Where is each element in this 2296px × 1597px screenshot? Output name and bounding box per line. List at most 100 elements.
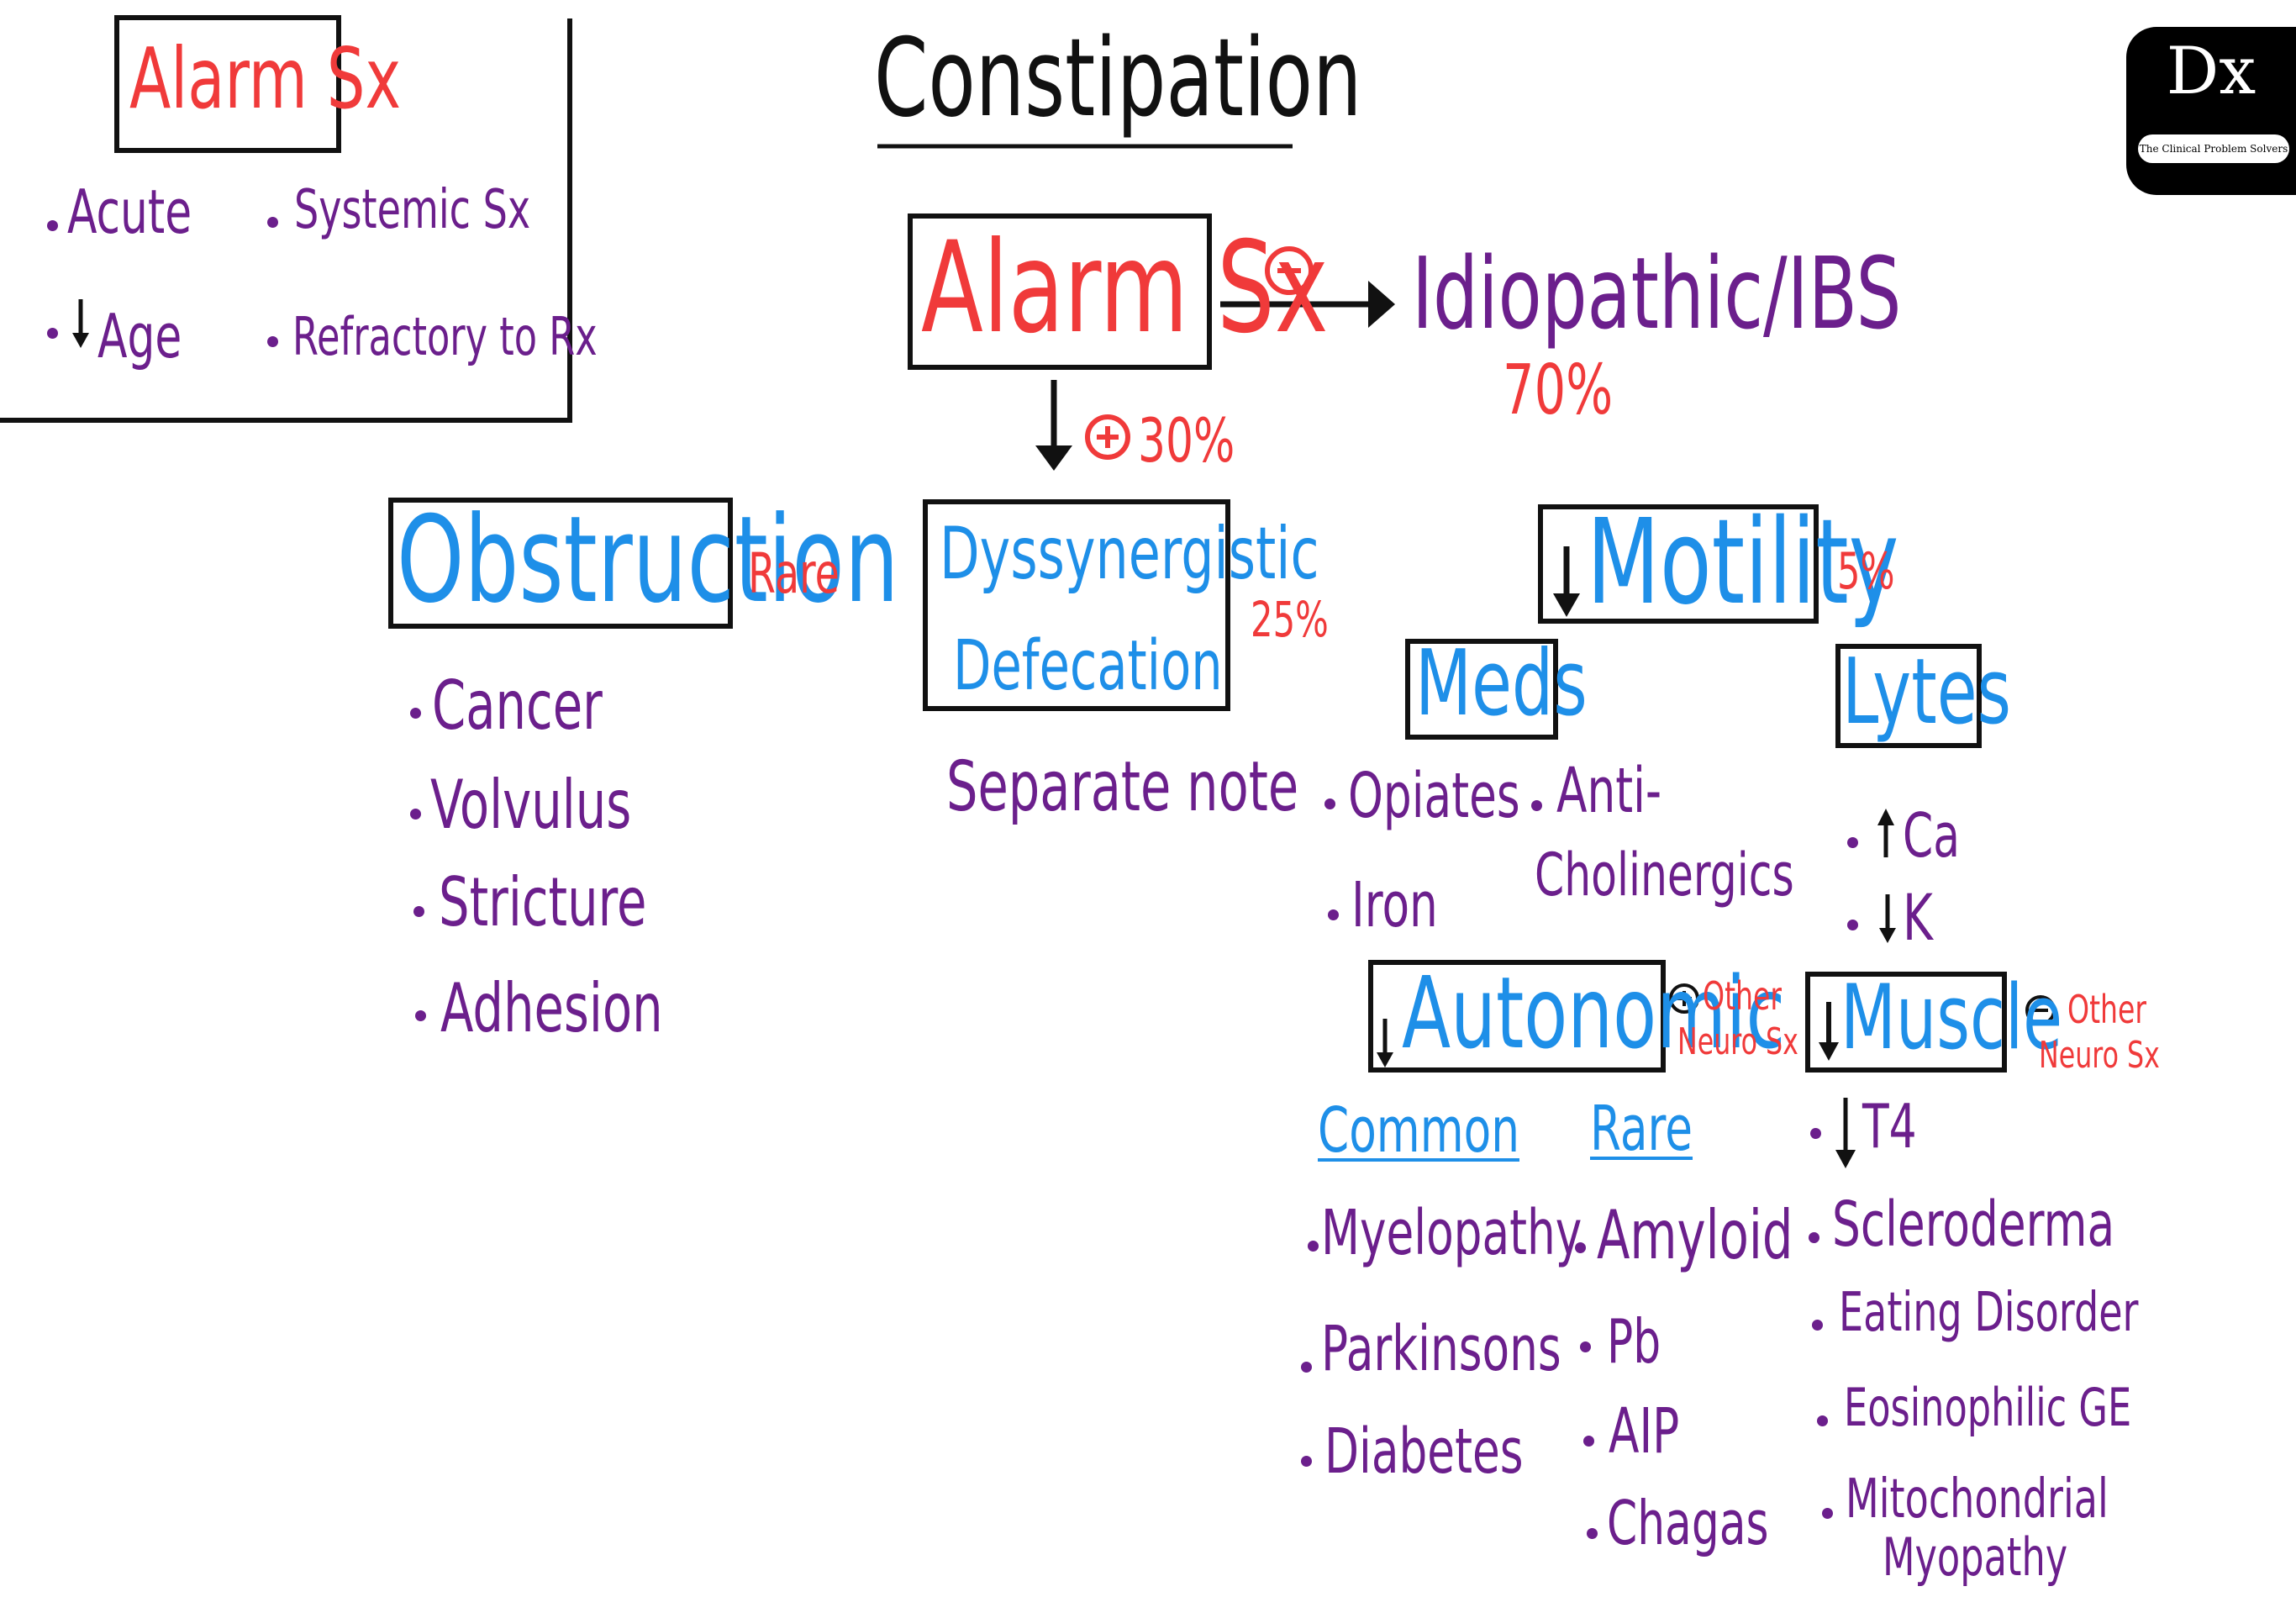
- autonomic-note-line2: Neuro Sx: [1677, 1020, 1798, 1063]
- arrow-positive-head: [1035, 445, 1072, 471]
- bullet: [1580, 1341, 1591, 1352]
- autonomic-common-item: Diabetes: [1324, 1415, 1524, 1488]
- root-label: Alarm Sx: [921, 215, 1329, 361]
- muscle-item: Mitochondrial: [1846, 1468, 2109, 1531]
- bullet: [1301, 1362, 1312, 1373]
- muscle-item: T4: [1862, 1091, 1917, 1162]
- autonomic-rare-heading: Rare: [1590, 1093, 1693, 1165]
- logo: Dx The Clinical Problem Solvers: [2126, 27, 2296, 195]
- bullet: [267, 336, 278, 347]
- logo-tagline: The Clinical Problem Solvers: [2138, 134, 2289, 163]
- obstruction-item: Adhesion: [440, 969, 663, 1047]
- motility-label: Motility: [1587, 494, 1899, 631]
- down-arrow-icon: [1819, 1002, 1839, 1061]
- down-arrow-icon: [1377, 1019, 1393, 1067]
- muscle-note-line2: Neuro Sx: [2039, 1034, 2160, 1077]
- logo-mark: Dx: [2166, 34, 2257, 109]
- bullet: [1847, 837, 1858, 848]
- bullet: [1817, 1415, 1828, 1426]
- bullet: [410, 809, 421, 820]
- bullet: [1812, 1320, 1823, 1331]
- autonomic-common-heading: Common: [1318, 1094, 1519, 1167]
- legend-heading-box: [114, 15, 341, 153]
- bullet: [1575, 1242, 1586, 1253]
- autonomic-note-line1: Other: [1703, 973, 1783, 1019]
- dyssynergic-line1: Dyssynergistic: [940, 512, 1319, 596]
- bullet: [1810, 1128, 1821, 1139]
- meds-label: Meds: [1415, 631, 1588, 736]
- lytes-label: Lytes: [1842, 640, 2012, 745]
- muscle-item: Eating Disorder: [1839, 1282, 2139, 1344]
- muscle-box: [1805, 972, 2007, 1073]
- arrow-negative-head: [1368, 281, 1395, 328]
- obstruction-note: Rare: [748, 541, 840, 606]
- bullet: [413, 906, 424, 917]
- page-title: Constipation: [874, 16, 1362, 141]
- idiopathic-percent: 70%: [1503, 350, 1614, 430]
- legend-heading: Alarm Sx: [129, 29, 402, 128]
- meds-item: Anti-: [1556, 755, 1662, 827]
- down-arrow-icon: [72, 299, 89, 348]
- bullet: [410, 708, 421, 719]
- lytes-item: K: [1903, 880, 1933, 955]
- bullet: [1809, 1232, 1819, 1243]
- motility-box: [1538, 504, 1819, 624]
- legend-item: Refractory to Rx: [292, 306, 598, 367]
- legend-item: Age: [97, 301, 182, 372]
- up-arrow-icon: [1877, 809, 1894, 857]
- autonomic-label: Autonomic: [1402, 955, 1786, 1071]
- autonomic-rare-item: AIP: [1609, 1395, 1680, 1468]
- bullet: [1308, 1241, 1319, 1252]
- dyssynergic-note: Separate note: [946, 747, 1299, 827]
- bullet: [267, 217, 278, 228]
- minus-circle-icon: [1265, 246, 1314, 295]
- root-box: [908, 213, 1212, 370]
- down-arrow-icon: [1835, 1098, 1856, 1168]
- bullet: [1587, 1528, 1598, 1539]
- plus-circle-icon: [1669, 983, 1699, 1014]
- muscle-label: Muscle: [1840, 966, 2063, 1069]
- autonomic-rare-item: Chagas: [1607, 1488, 1769, 1558]
- bullet: [415, 1010, 426, 1021]
- obstruction-item: Volvulus: [430, 766, 632, 844]
- meds-item: Cholinergics: [1535, 841, 1794, 909]
- bullet: [47, 220, 58, 231]
- dyssynergic-box: [923, 499, 1230, 711]
- motility-percent: 5%: [1837, 542, 1895, 601]
- minus-circle-icon: [2025, 995, 2056, 1025]
- lytes-item: Ca: [1903, 800, 1960, 871]
- obstruction-label: Obstruction: [397, 491, 899, 630]
- plus-circle-icon: [1085, 414, 1130, 460]
- meds-box: [1405, 639, 1558, 740]
- bullet: [1583, 1436, 1594, 1447]
- autonomic-rare-item: Amyloid: [1597, 1196, 1793, 1274]
- bullet: [1328, 909, 1339, 920]
- autonomic-box: [1368, 960, 1666, 1073]
- obstruction-box: [388, 498, 733, 629]
- muscle-item: Eosinophilic GE: [1844, 1377, 2132, 1438]
- muscle-note-line1: Other: [2067, 987, 2147, 1032]
- dyssynergic-percent: 25%: [1251, 591, 1329, 648]
- dyssynergic-line2: Defecation: [953, 626, 1223, 706]
- legend-item: Acute: [67, 177, 192, 247]
- autonomic-common-item: Myelopathy: [1321, 1197, 1582, 1269]
- autonomic-common-item: Parkinsons: [1321, 1313, 1561, 1385]
- meds-item: Iron: [1351, 869, 1438, 941]
- bullet: [1822, 1508, 1833, 1519]
- idiopathic-label: Idiopathic/IBS: [1412, 235, 1902, 351]
- bullet: [1847, 920, 1858, 930]
- meds-item: Opiates: [1348, 760, 1520, 832]
- down-arrow-icon: [1553, 546, 1580, 617]
- down-arrow-icon: [1879, 894, 1896, 943]
- autonomic-rare-item: Pb: [1607, 1306, 1661, 1377]
- bullet: [1531, 800, 1542, 811]
- legend-item: Systemic Sx: [294, 179, 531, 241]
- bullet: [47, 328, 58, 339]
- lytes-box: [1835, 644, 1982, 748]
- obstruction-item: Stricture: [439, 863, 647, 941]
- bullet: [1301, 1456, 1312, 1467]
- bullet: [1324, 798, 1335, 809]
- obstruction-item: Cancer: [432, 667, 603, 745]
- muscle-item: Scleroderma: [1832, 1189, 2115, 1261]
